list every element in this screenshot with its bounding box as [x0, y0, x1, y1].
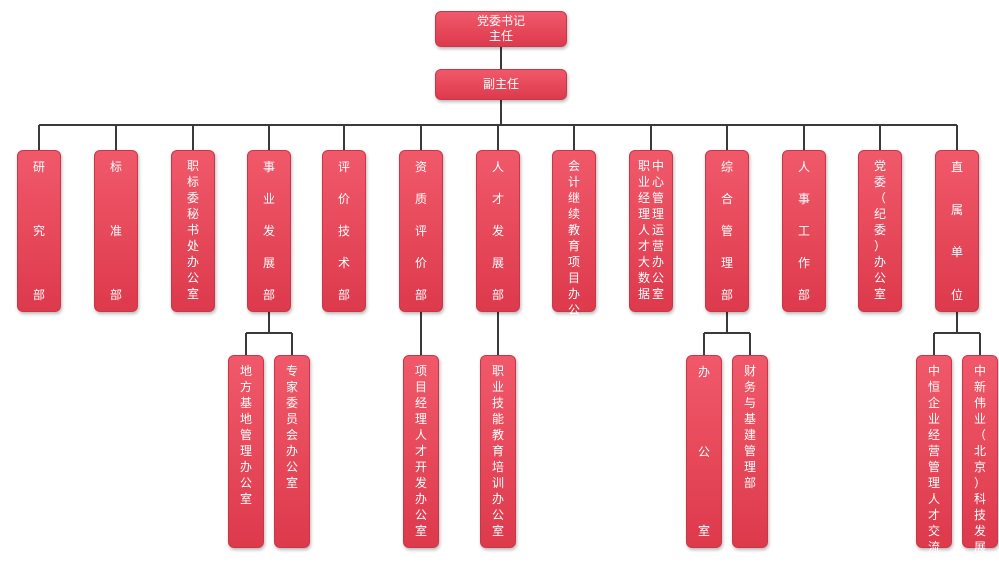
- department-box-1: 标准部: [94, 150, 138, 312]
- deputy-director-box: 副主任: [435, 69, 567, 100]
- department-box-9: 综合管理部: [705, 150, 749, 312]
- department-box-8: 职业经理人才大数据中心管理运营办公室: [629, 150, 673, 312]
- sub-unit-box-9-0-text: 办公室: [697, 365, 710, 538]
- connector-lines: [38, 47, 981, 355]
- party-secretary-label: 党委书记: [476, 14, 525, 28]
- department-box-6-text: 人才发展部: [491, 160, 504, 302]
- department-box-2-text: 职标委秘书处办公室: [186, 159, 199, 301]
- department-box-3-text: 事业发展部: [262, 160, 275, 302]
- sub-unit-box-9-1: 财务与基建管理部: [732, 355, 768, 548]
- director-label: 主任: [488, 29, 513, 43]
- department-box-0-text: 研究部: [32, 160, 45, 302]
- sub-unit-box-9-1-text: 财务与基建管理部: [743, 364, 756, 490]
- sub-unit-box-12-1-text: 中新伟业（北京）科技发展中心: [973, 364, 986, 586]
- department-box-10: 人事工作部: [782, 150, 826, 312]
- department-box-3: 事业发展部: [247, 150, 291, 312]
- deputy-director-label: 副主任: [482, 77, 519, 91]
- sub-unit-box-3-0-text: 地方基地管理办公室: [239, 364, 252, 506]
- department-box-10-text: 人事工作部: [797, 160, 810, 302]
- department-box-12: 直属单位: [935, 150, 979, 312]
- department-box-7-text: 会计继续教育项目办公室: [567, 159, 580, 333]
- department-box-1-text: 标准部: [109, 160, 122, 302]
- department-box-11-text: 党委（纪委）办公室: [873, 159, 886, 301]
- sub-unit-box-3-0: 地方基地管理办公室: [228, 355, 264, 548]
- sub-unit-box-9-0: 办公室: [686, 355, 722, 548]
- department-box-8-col-left: 职业经理人才大数据: [637, 159, 650, 301]
- department-box-5-text: 资质评价部: [414, 160, 427, 302]
- org-chart: 党委书记 主任 副主任 研究部 标准部 职标委秘书处办公室 事业发展部地方基地管理办公…: [17, 11, 998, 586]
- sub-unit-box-3-1: 专家委员会办公室: [274, 355, 310, 548]
- sub-unit-box-3-1-text: 专家委员会办公室: [285, 364, 298, 490]
- department-box-4-text: 评价技术部: [337, 160, 350, 302]
- sub-unit-box-6-0: 职业技能教育培训办公室: [480, 355, 516, 548]
- department-box-9-text: 综合管理部: [720, 160, 733, 302]
- sub-unit-box-6-0-text: 职业技能教育培训办公室: [491, 364, 504, 538]
- sub-unit-box-5-0: 项目经理人才开发办公室: [403, 355, 439, 548]
- department-box-12-text: 直属单位: [950, 160, 963, 302]
- department-box-2: 职标委秘书处办公室: [171, 150, 215, 312]
- sub-unit-box-12-1: 中新伟业（北京）科技发展中心: [962, 355, 998, 586]
- sub-unit-box-5-0-text: 项目经理人才开发办公室: [414, 364, 427, 538]
- party-secretary-director-box: 党委书记 主任: [435, 11, 567, 47]
- department-box-4: 评价技术部: [322, 150, 366, 312]
- department-box-7: 会计继续教育项目办公室: [552, 150, 596, 333]
- department-box-0: 研究部: [17, 150, 61, 312]
- sub-unit-box-12-0-text: 中恒企业经营管理人才交流中心: [927, 364, 940, 586]
- department-box-5: 资质评价部: [399, 150, 443, 312]
- department-box-6: 人才发展部: [476, 150, 520, 312]
- sub-unit-box-12-0: 中恒企业经营管理人才交流中心: [916, 355, 952, 586]
- department-box-8-col-right: 中心管理运营办公室: [651, 159, 664, 301]
- department-box-11: 党委（纪委）办公室: [858, 150, 902, 312]
